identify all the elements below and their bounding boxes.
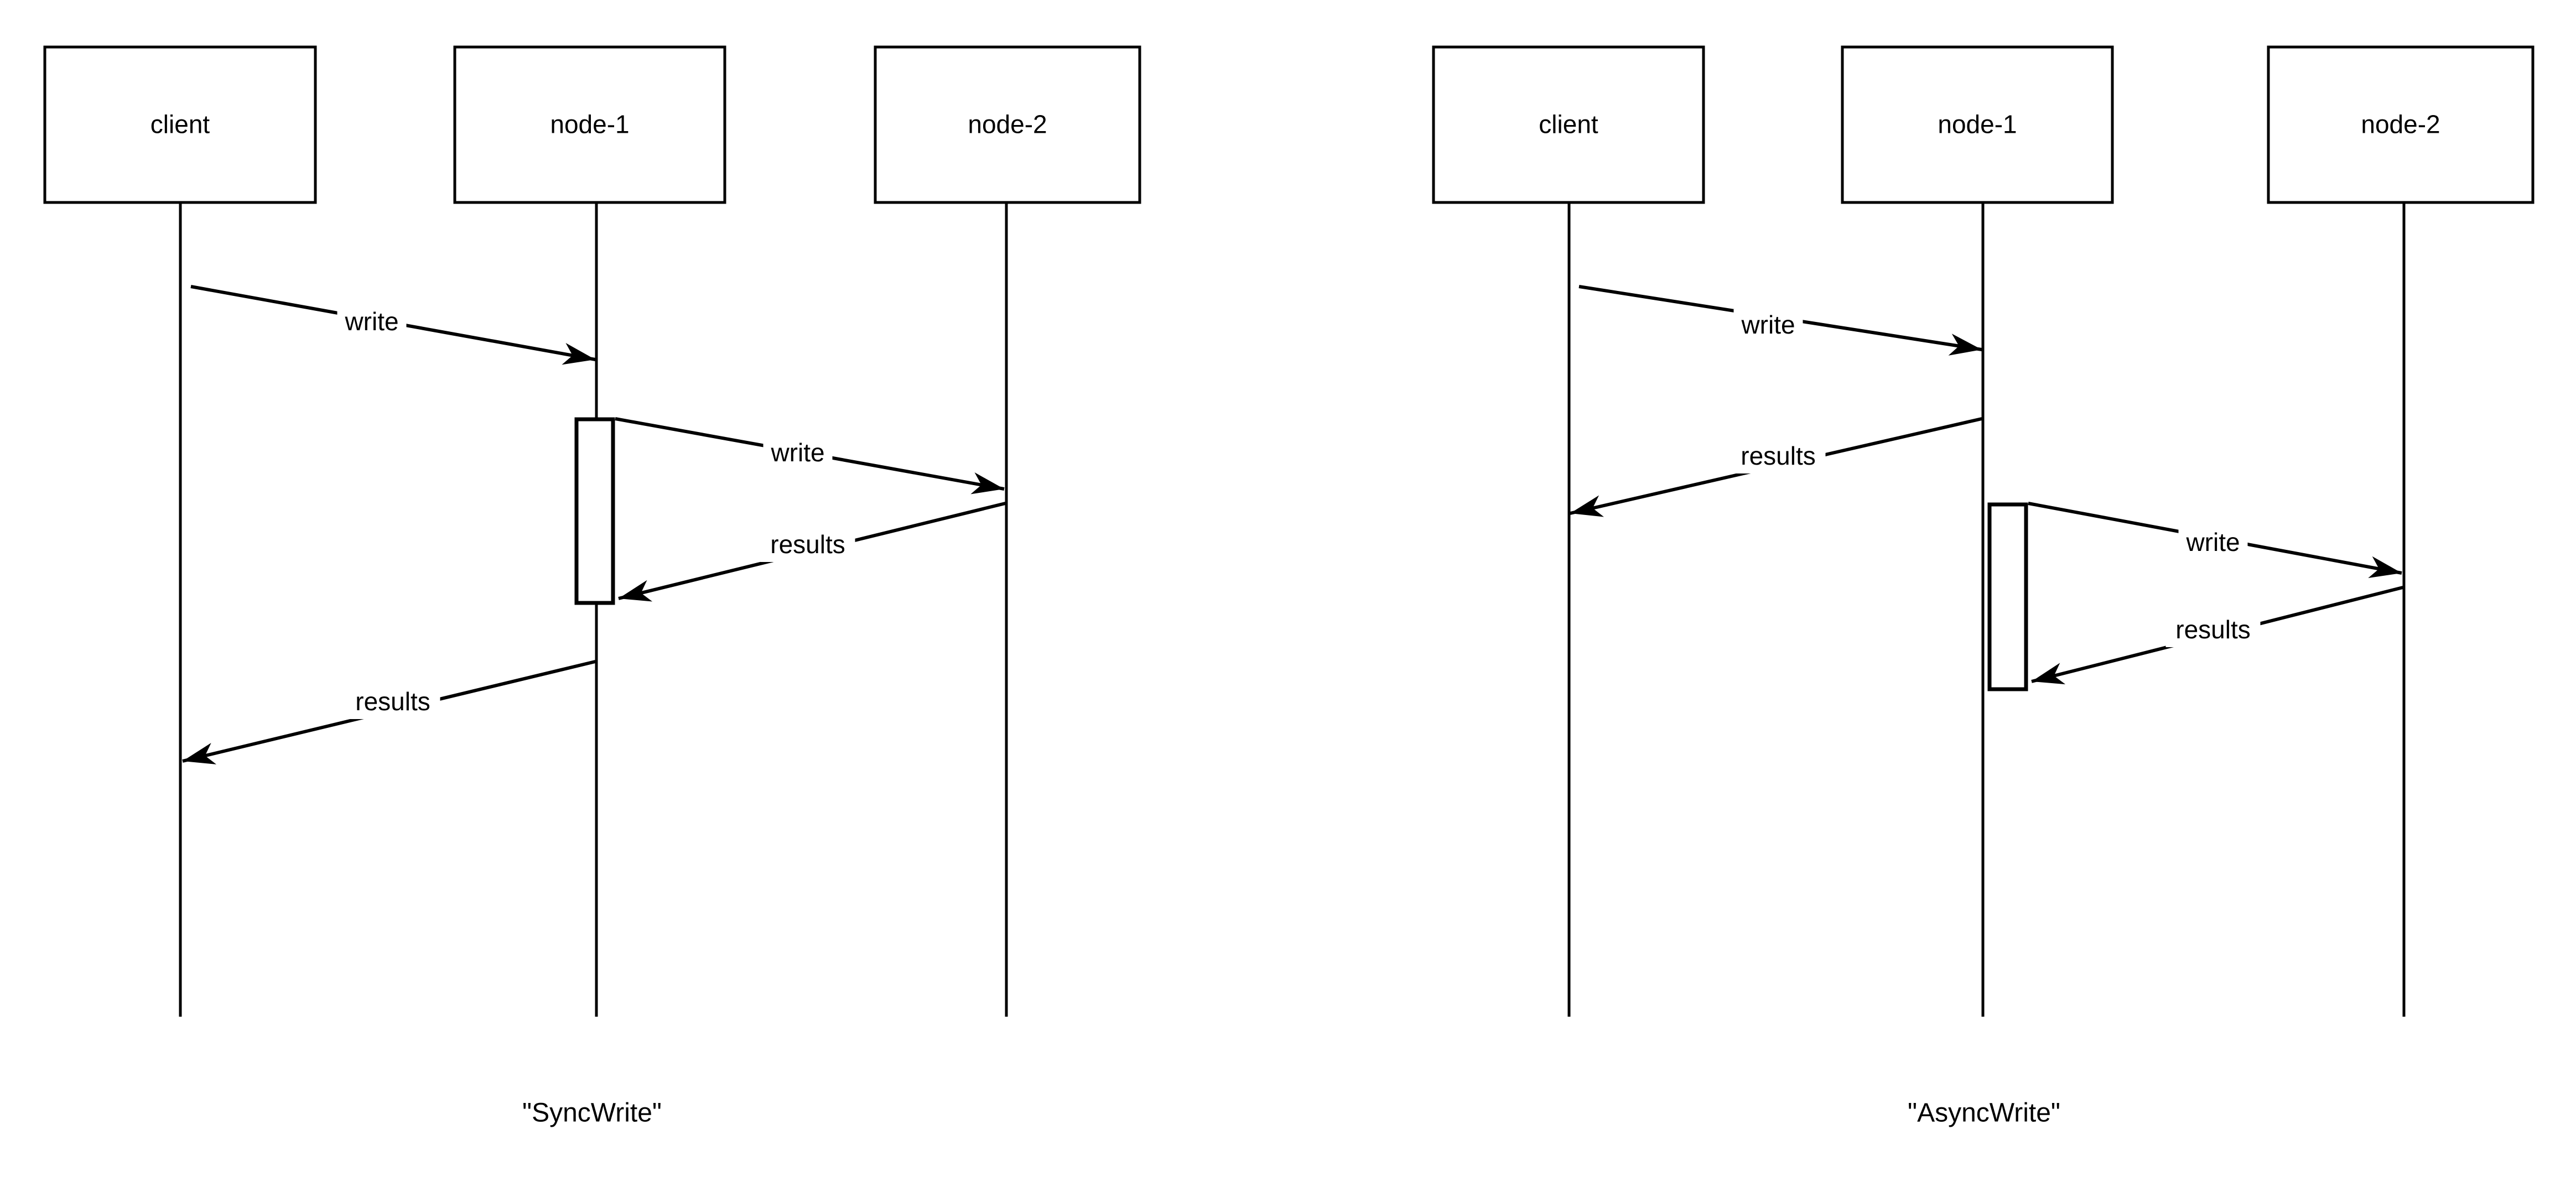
message-client-write-node1[interactable]: write [190, 285, 596, 365]
message-node1-results-client[interactable]: results [182, 660, 596, 764]
participant-label-node-2: node-2 [968, 110, 1047, 139]
diagram-root: client node-1 node-2 write write results resul… [43, 45, 2535, 1128]
participant-box-client[interactable] [1432, 45, 1705, 204]
message-node1-write-node2[interactable]: write [615, 417, 1005, 495]
message-arrowhead-node1-results-client [1570, 495, 1604, 517]
message-arrowhead-client-write-node1 [562, 343, 595, 365]
message-label-backdrop-client-write-node1 [337, 306, 407, 339]
message-label-client-write-node1: write [1741, 310, 1795, 339]
message-label-backdrop-node2-results-node1 [2165, 614, 2261, 647]
message-arrowhead-node1-results-client [183, 742, 217, 764]
message-label-client-write-node1: write [344, 307, 398, 336]
message-label-node1-write-node2: write [770, 438, 824, 467]
message-label-backdrop-node2-results-node1 [760, 529, 855, 562]
activation-bar-node-1-activation [1987, 502, 2028, 691]
participant-label-client: client [150, 110, 210, 139]
message-arrowhead-node1-write-node2 [2368, 556, 2402, 579]
message-label-backdrop-node1-write-node2 [763, 437, 833, 470]
activation-bar-node-1-activation [574, 417, 615, 605]
message-label-node1-results-client: results [355, 687, 430, 716]
participant-box-node-1[interactable] [453, 45, 726, 204]
message-label-backdrop-client-write-node1 [1733, 309, 1803, 342]
message-label-node2-results-node1: results [770, 530, 845, 559]
message-client-write-node1[interactable]: write [1578, 285, 1982, 356]
message-label-node1-results-client: results [1741, 441, 1815, 470]
participant-box-node-2[interactable] [2267, 45, 2535, 204]
participant-box-node-1[interactable] [1841, 45, 2114, 204]
message-node2-results-node1[interactable]: results [2031, 586, 2403, 685]
participant-label-node-1: node-1 [550, 110, 629, 139]
diagram-async-write: client node-1 node-2 write results write resul… [1432, 45, 2535, 1128]
message-label-backdrop-node1-results-client [345, 686, 440, 719]
message-node1-write-node2[interactable]: write [2028, 502, 2402, 579]
message-arrowhead-client-write-node1 [1948, 334, 1982, 356]
participant-label-node-2: node-2 [2361, 110, 2440, 139]
participant-box-node-2[interactable] [874, 45, 1141, 204]
message-arrowhead-node2-results-node1 [2032, 663, 2066, 685]
message-node1-results-client[interactable]: results [1570, 417, 1982, 517]
diagram-caption-async-write: "AsyncWrite" [1908, 1099, 2060, 1128]
message-node2-results-node1[interactable]: results [618, 502, 1006, 602]
message-label-node2-results-node1: results [2175, 615, 2250, 644]
participant-label-node-1: node-1 [1938, 110, 2017, 139]
diagram-caption-sync-write: "SyncWrite" [522, 1099, 662, 1128]
message-label-node1-write-node2: write [2185, 528, 2240, 556]
participant-box-client[interactable] [43, 45, 317, 204]
message-label-backdrop-node1-write-node2 [2178, 527, 2248, 560]
participant-label-client: client [1539, 110, 1598, 139]
message-arrowhead-node2-results-node1 [619, 580, 653, 602]
diagram-sync-write: client node-1 node-2 write write results resul… [43, 45, 1141, 1128]
message-label-backdrop-node1-results-client [1731, 440, 1826, 473]
message-arrowhead-node1-write-node2 [970, 472, 1004, 495]
